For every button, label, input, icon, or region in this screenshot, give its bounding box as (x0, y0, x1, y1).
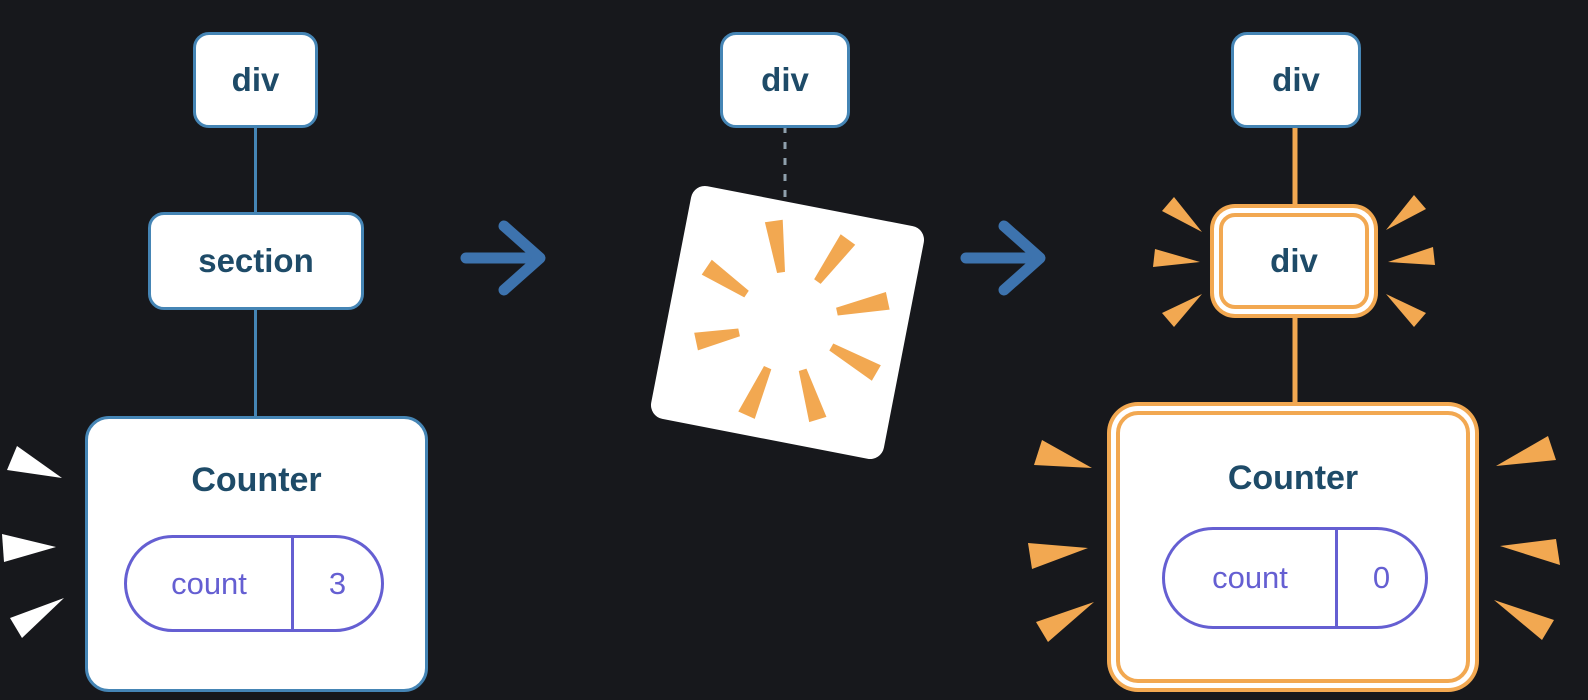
state-pill: count 0 (1162, 527, 1428, 629)
counter-title: Counter (1227, 459, 1359, 497)
tree-node-div-before: div (193, 32, 318, 128)
arrow-right-icon (960, 220, 1046, 296)
node-label: div (1270, 242, 1318, 279)
burst-marks-white-icon (2, 446, 64, 638)
arrow-right-icon (460, 220, 546, 296)
state-value: 3 (328, 565, 347, 601)
tree-node-section-before: section (148, 212, 364, 310)
node-label: div (1272, 61, 1320, 98)
node-label: div (761, 61, 809, 98)
node-label: div (231, 61, 280, 98)
node-label: section (198, 242, 314, 279)
tree-node-div-after-child: div (1219, 213, 1369, 309)
burst-marks-orange-counter-icon (1028, 436, 1560, 642)
counter-component-before: Counter count 3 (85, 416, 428, 692)
state-key-label: count (127, 538, 294, 629)
burst-marks-orange-div-icon (1153, 195, 1435, 327)
state-value: 0 (1372, 560, 1391, 595)
tree-node-div-transition: div (720, 32, 850, 128)
state-pill: count 3 (124, 535, 384, 632)
state-key-label: count (1165, 530, 1338, 626)
counter-title: Counter (191, 461, 322, 499)
counter-component-after: Counter count 0 (1116, 411, 1470, 683)
tree-node-div-after-root: div (1231, 32, 1361, 128)
poof-explosion-icon (650, 185, 925, 460)
